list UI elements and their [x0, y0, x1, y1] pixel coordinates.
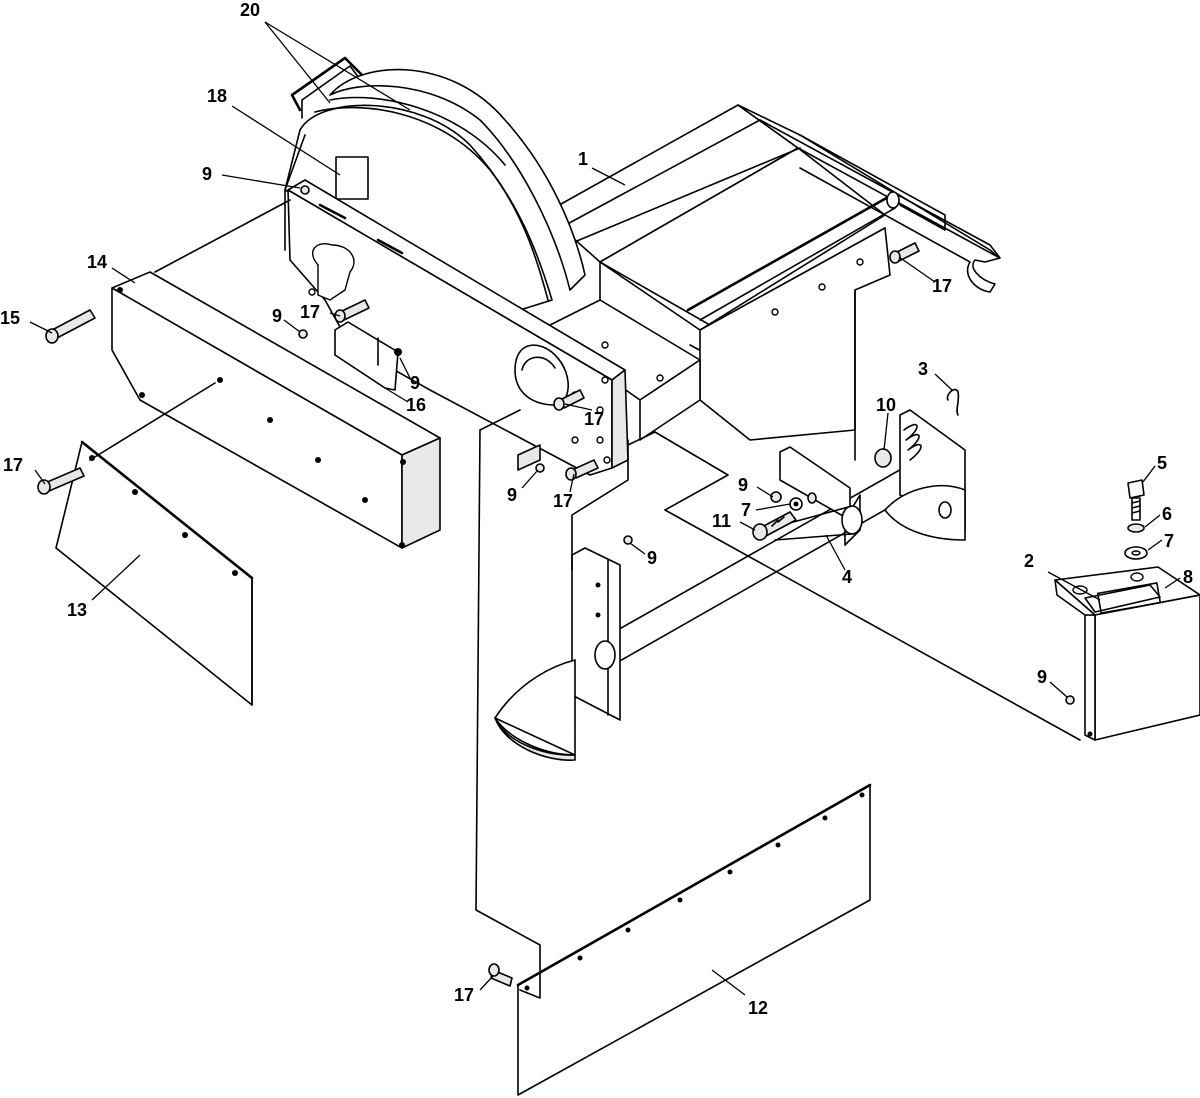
part-8-box: [1054, 479, 1200, 741]
part-16-plate: [334, 321, 402, 391]
callout-17: 17: [553, 491, 573, 511]
callout-6: 6: [1162, 504, 1172, 524]
callout-9: 9: [202, 164, 212, 184]
part-20-blade-guard: [284, 56, 586, 311]
callout-9: 9: [272, 306, 282, 326]
callout-8: 8: [1183, 567, 1193, 587]
callout-9: 9: [647, 548, 657, 568]
callout-17: 17: [932, 276, 952, 296]
callout-3: 3: [918, 359, 928, 379]
part-1-frame: [539, 104, 1001, 441]
callout-1: 1: [578, 149, 588, 169]
callout-14: 14: [87, 252, 107, 272]
part-4-axle-assembly: [494, 388, 966, 761]
callout-4: 4: [842, 567, 852, 587]
callout-13: 13: [67, 600, 87, 620]
callout-12: 12: [748, 998, 768, 1018]
callout-9: 9: [507, 485, 517, 505]
callout-17: 17: [454, 985, 474, 1005]
callout-17: 17: [300, 302, 320, 322]
part-18-label-decal: [335, 156, 369, 200]
callout-7: 7: [1164, 531, 1174, 551]
callout-11: 11: [712, 511, 731, 531]
part-12-panel: [516, 783, 872, 1096]
callout-7: 7: [741, 500, 751, 520]
mounting-plate: [287, 179, 629, 476]
callout-15: 15: [0, 308, 20, 328]
part-14-box: [111, 271, 441, 549]
callout-5: 5: [1157, 453, 1167, 473]
callout-10: 10: [876, 395, 896, 415]
part-13-panel: [55, 440, 254, 706]
callout-16: 16: [406, 395, 426, 415]
callout-9: 9: [410, 373, 420, 393]
leader-lines: [29, 21, 1181, 996]
callout-18: 18: [207, 86, 227, 106]
callout-labels: 20 18 1 9 14 15 9 17 9 16 17 17 9 17 17 …: [0, 0, 1193, 1018]
callout-9: 9: [738, 475, 748, 495]
callout-20: 20: [240, 0, 260, 20]
callout-17: 17: [3, 455, 23, 475]
callout-9: 9: [1037, 667, 1047, 687]
callout-17: 17: [584, 409, 604, 429]
callout-2: 2: [1024, 551, 1034, 571]
fasteners: [37, 185, 1075, 987]
assembly-lines: [89, 199, 1081, 999]
